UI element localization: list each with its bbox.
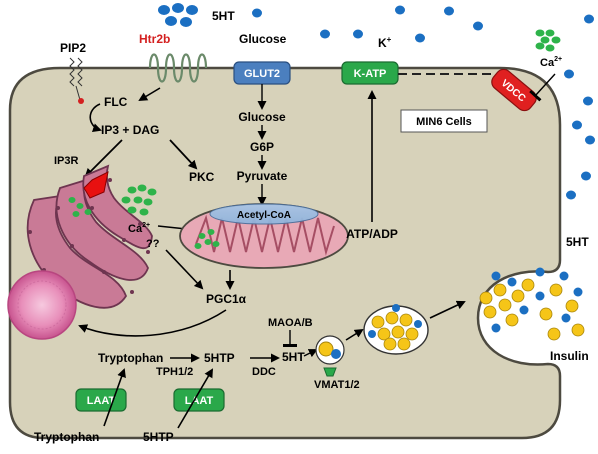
laat-transporter-left [75,388,127,412]
calcium-outside-symbol: Ca [540,57,555,69]
vmat-label: VMAT1/2 [314,379,360,391]
serotonin-exocytosis-label: 5HT [566,235,589,249]
laat-transporter-right [173,388,225,412]
ddc-label: DDC [252,366,276,378]
potassium-symbol: K [378,36,387,50]
calcium-to-pgc1a-arrow [165,249,204,290]
min6-cells-box [400,109,488,133]
potassium-charge: + [387,35,392,44]
htr2b-receptor [148,53,208,83]
pgc1a-to-nucleus-arrow [78,309,227,337]
tph-label: TPH1/2 [156,366,193,378]
calcium-inside-charge: 2+ [142,222,150,229]
trp-uptake-arrow [103,368,126,427]
pyruvate-label: Pyruvate [237,169,288,183]
glucose-outside-label: Glucose [239,32,287,46]
pkc-label: PKC [189,170,215,184]
htr2b-to-flc-arrow [138,87,161,102]
ip3r-label: IP3R [54,155,79,167]
potassium-label: K+ [378,35,392,50]
vmat-transporter [323,367,337,377]
secreted-insulin [479,278,585,341]
ip3r-receptor [83,171,109,199]
pip2-lipid [69,57,83,101]
calcium-molecules-cytosol [121,184,157,216]
tryptophan-inside-label: Tryptophan [98,351,163,365]
5htp-uptake-arrow [177,368,214,429]
serotonin-outside-label: 5HT [212,9,235,23]
exocytosis-arrow [429,300,466,319]
mitochondrion [179,203,349,269]
calcium-outside-label: Ca2+ [540,56,562,69]
vmat-vesicle [315,335,345,365]
calcium-inside-symbol: Ca [128,223,143,235]
calcium-molecules-mito [194,229,220,249]
acetyl-coa-label: Acetyl-CoA [237,210,291,221]
min6-cells-label: MIN6 Cells [416,116,472,128]
pip2-to-ip3-arrow [89,103,102,133]
nucleus-inner [17,280,67,330]
calcium-molecules-er [68,197,92,217]
flc-label: FLC [104,95,128,109]
atp-adp-label: ATP/ADP [346,227,398,241]
calcium-outside-charge: 2+ [554,56,562,63]
serotonin-molecules-outside [158,3,595,200]
insulin-granule-cluster [363,304,429,355]
glut2-label: GLUT2 [244,68,280,80]
laat-left-label: LAAT [87,395,116,407]
unknown-label: ?? [146,238,160,250]
calcium-inside-label: Ca2+ [128,222,150,235]
laat-right-label: LAAT [185,395,214,407]
htr2b-label: Htr2b [139,32,170,46]
pip2-label: PIP2 [60,41,86,55]
htp-inside-label: 5HTP [204,351,235,365]
calcium-molecules-outside [535,29,561,52]
katp-label: K-ATP [354,68,387,80]
maoa-label: MAOA/B [268,317,313,329]
glucose-inside-label: Glucose [238,110,286,124]
htp-outside-label: 5HTP [143,430,174,444]
ip3-to-ip3r-arrow [84,139,123,178]
g6p-label: G6P [250,140,274,154]
insulin-label: Insulin [550,349,589,363]
tryptophan-outside-label: Tryptophan [34,430,99,444]
pip2-head [78,98,84,104]
dag-to-pkc-arrow [169,139,198,170]
secreted-serotonin [491,267,583,333]
5ht-to-vmat-arrow [303,349,318,358]
vesicle-maturation-arrow [345,328,364,341]
serotonin-inside-label: 5HT [282,350,305,364]
pgc1a-label: PGC1α [206,292,247,306]
ip3-dag-label: IP3 + DAG [101,123,159,137]
calcium-vdcc-arrow [529,73,556,102]
